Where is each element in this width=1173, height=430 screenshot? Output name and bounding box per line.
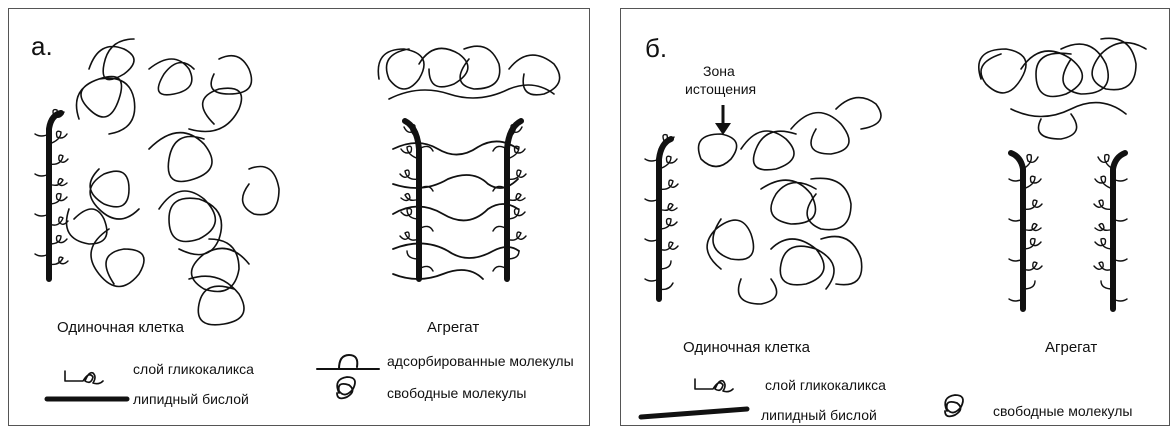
legend-adsorbed-label-a: адсорбированные молекулы — [387, 353, 574, 369]
depletion-arrow-head — [715, 123, 731, 135]
single-cell-caption-b: Одиночная клетка — [683, 339, 810, 356]
free-molecules-aggregate-b — [979, 38, 1146, 139]
aggregate-caption-b: Агрегат — [1045, 339, 1097, 356]
glycocalyx-legend-icon-b — [695, 379, 733, 392]
legend-free-label-b: свободные молекулы — [993, 403, 1132, 419]
legend-glycocalyx-label-a: слой гликокаликса — [133, 361, 254, 377]
aggregate-caption-a: Агрегат — [427, 319, 479, 336]
adsorbed-legend-icon-a — [317, 355, 379, 369]
free-molecule-legend-icon-a — [337, 377, 355, 398]
single-cell-caption-a: Одиночная клетка — [57, 319, 184, 336]
legend-free-label-a: свободные молекулы — [387, 385, 526, 401]
legend-glycocalyx-label-b: слой гликокаликса — [765, 377, 886, 393]
panel-a: а. — [8, 8, 590, 426]
bilayer-legend-icon-b — [641, 409, 747, 417]
glycocalyx-aggregate-b — [1009, 155, 1127, 301]
legend-bilayer-label-b: липидный бислой — [761, 407, 877, 423]
panel-b: б. Зона истощения — [620, 8, 1170, 426]
panel-b-illustration — [621, 9, 1169, 425]
free-molecule-legend-icon-b — [945, 395, 963, 416]
glycocalyx-legend-icon-a — [65, 371, 103, 384]
free-molecules-single-a — [67, 39, 280, 325]
legend-bilayer-label-a: липидный бислой — [133, 391, 249, 407]
free-molecules-aggregate-a — [378, 46, 559, 99]
lipid-bilayer-aggregate-a — [405, 121, 521, 279]
